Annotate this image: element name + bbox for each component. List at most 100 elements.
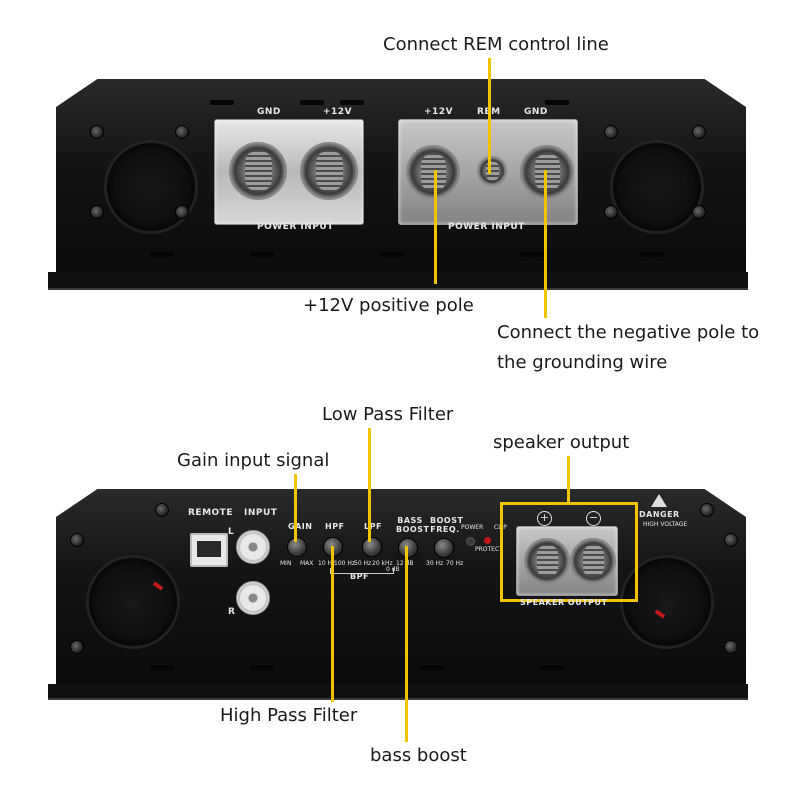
bottom-amplifier-base-rail [48,684,748,700]
top-amplifier-base-rail [48,272,748,290]
label-bass-boost: BASS BOOST [396,516,430,534]
vent-slot [520,252,544,257]
screw [700,503,714,517]
callout-negative: Connect the negative pole to the groundi… [497,322,760,373]
screw [692,205,706,219]
label-protect: PROTECT [475,546,503,553]
label-gain-min: MIN [280,560,292,567]
label-danger: DANGER [639,510,680,519]
vent-slot [540,665,564,670]
screw [175,125,189,139]
screw [724,533,738,547]
screw [724,640,738,654]
label-boost-freq-min: 30 Hz [426,560,444,567]
vent-slot [545,100,569,105]
top-left-fan [104,140,198,234]
leader-speaker [567,456,570,502]
speaker-positive-screw [524,538,570,584]
rem-terminal-screw [477,156,507,186]
screw [604,125,618,139]
speaker-negative-screw [570,538,616,584]
label-remote: REMOTE [188,508,233,518]
negative-terminal-icon: − [586,511,601,526]
top-right-fan [610,140,704,234]
label-input: INPUT [244,508,278,518]
power-led [466,537,475,546]
speaker-output-highlight [500,502,638,602]
leader-highpass [331,546,334,702]
gnd-terminal-screw-right [520,145,574,199]
label-input-r: R [228,607,236,617]
label-bass-boost-min: 12 dB [396,560,414,567]
vent-slot [250,252,274,257]
rca-input-left [236,530,270,564]
bottom-left-fan [86,555,180,649]
label-hpf-max: 100 Hz [334,560,356,567]
12v-terminal-screw-right [406,145,460,199]
12v-terminal-screw-left [300,142,358,200]
label-gnd-right: GND [524,107,548,117]
vent-slot [640,252,664,257]
label-speaker-output: SPEAKER OUTPUT [520,598,608,607]
vent-slot [150,252,174,257]
remote-port [190,533,228,567]
bpf-bracket [330,568,394,574]
label-gain-max: MAX [300,560,314,567]
boost-freq-knob[interactable] [434,538,454,558]
label-power: POWER [461,524,484,531]
leader-positive [434,170,437,284]
callout-highpass: High Pass Filter [220,705,358,726]
callout-bassboost: bass boost [370,745,467,766]
screw [90,205,104,219]
leader-bassboost [405,546,408,742]
callout-rem: Connect REM control line [383,34,609,55]
vent-slot [420,665,444,670]
screw [692,125,706,139]
leader-negative [544,170,547,318]
high-voltage-warning-icon [651,494,667,507]
label-high-voltage: HIGH VOLTAGE [643,521,688,528]
leader-gain [294,474,297,542]
label-bpf: BPF [350,572,369,581]
label-12v-left: +12V [323,107,353,117]
label-boost-freq: BOOST FREQ. [430,516,464,534]
callout-gain: Gain input signal [177,450,330,471]
screw [90,125,104,139]
vent-slot [250,665,274,670]
label-lpf-min: 50 Hz [354,560,372,567]
label-gain: GAIN [288,522,313,531]
screw [604,205,618,219]
vent-slot [300,100,324,105]
rca-input-right [236,581,270,615]
vent-slot [340,100,364,105]
vent-slot [210,100,234,105]
label-boost-freq-max: 70 Hz [446,560,464,567]
screw [175,205,189,219]
label-12v-right: +12V [424,107,454,117]
leader-lowpass [368,428,371,542]
screw [155,503,169,517]
label-input-l: L [228,527,235,537]
callout-positive: +12V positive pole [303,295,474,316]
label-hpf-min: 10 Hz [318,560,336,567]
label-power-input-right: POWER INPUT [448,222,525,232]
positive-terminal-icon: + [537,511,552,526]
label-lpf: LPF [364,522,382,531]
label-lpf-max: 20 kHz [372,560,393,567]
label-hpf: HPF [325,522,345,531]
vent-slot [380,252,404,257]
label-power-input-left: POWER INPUT [257,222,334,232]
screw [70,533,84,547]
label-bass-boost-max: 0 dB [386,566,400,573]
gnd-terminal-screw [229,142,287,200]
leader-rem [488,58,491,174]
label-gnd-left: GND [257,107,281,117]
callout-speaker: speaker output [493,432,630,453]
screw [70,640,84,654]
lpf-knob[interactable] [362,537,382,557]
protect-led [484,537,491,544]
callout-lowpass: Low Pass Filter [322,404,454,425]
gain-knob[interactable] [287,537,307,557]
bass-boost-knob[interactable] [398,538,418,558]
